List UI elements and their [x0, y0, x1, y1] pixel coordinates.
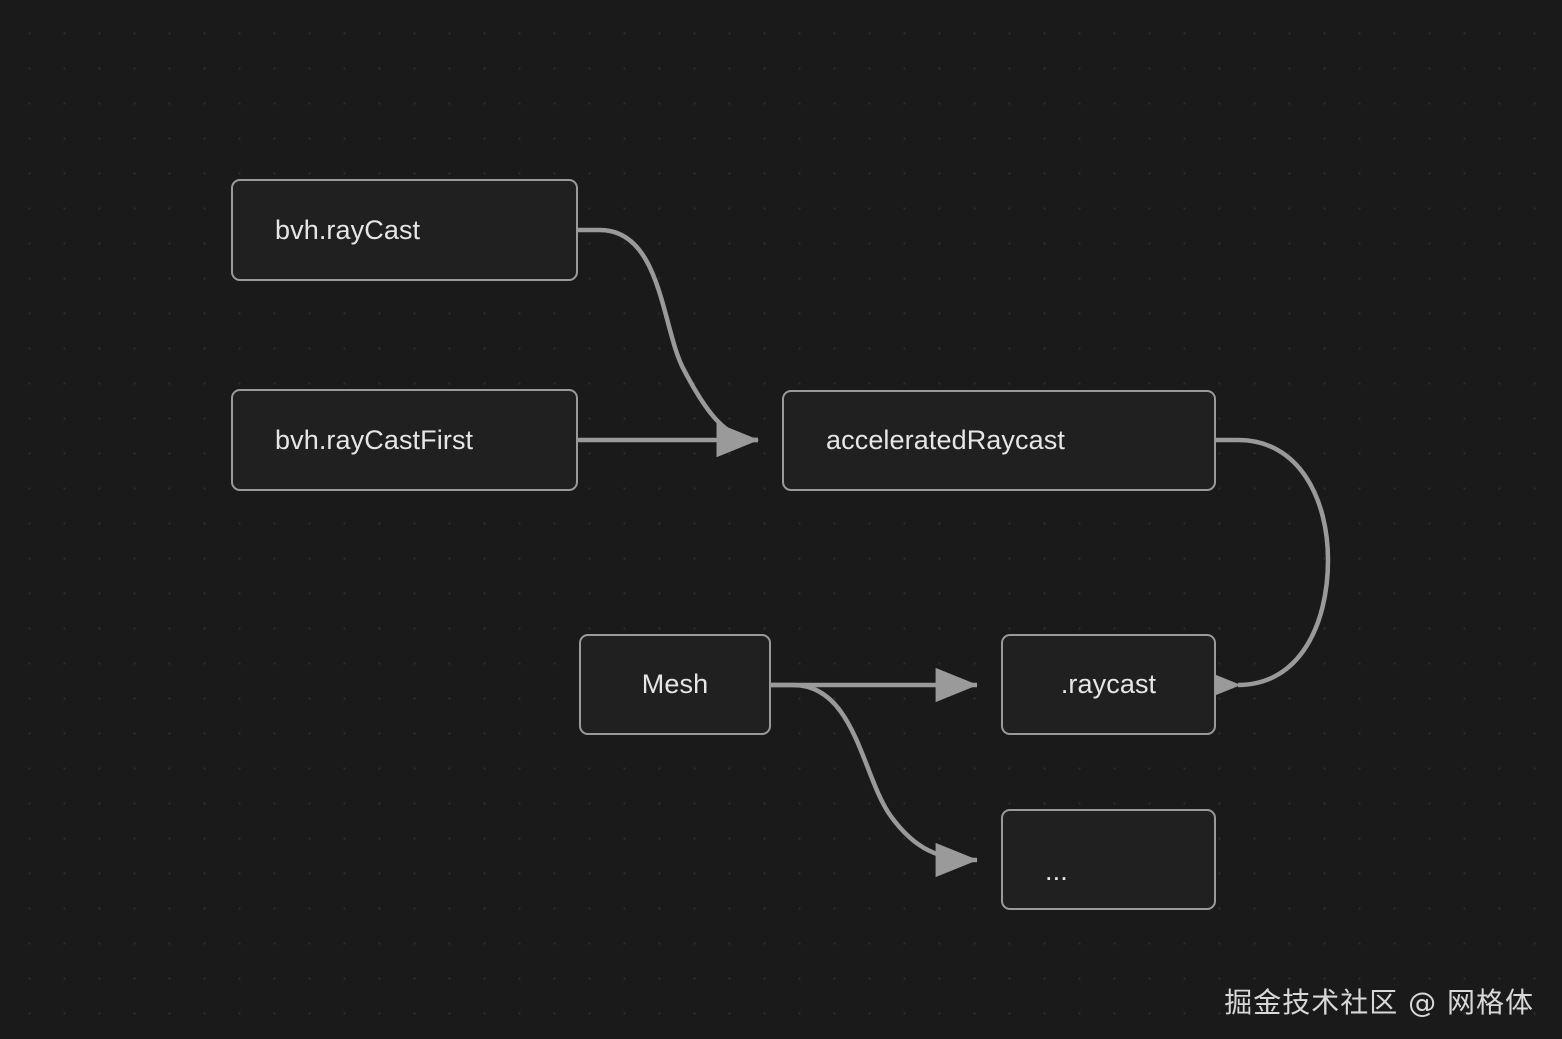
edge-mesh-to-ellipsis [771, 682, 978, 878]
node-accelerated-raycast[interactable]: acceleratedRaycast [782, 390, 1216, 491]
edge-acceleratedraycast-to-raycast [1198, 437, 1331, 703]
edge-bvhraycast-to-acceleratedraycast [578, 227, 759, 458]
node-bvh-raycast[interactable]: bvh.rayCast [231, 179, 578, 281]
node-label: acceleratedRaycast [826, 425, 1065, 455]
node-raycast[interactable]: .raycast [1001, 634, 1216, 735]
node-bvh-raycastfirst[interactable]: bvh.rayCastFirst [231, 389, 578, 491]
node-label: bvh.rayCastFirst [275, 424, 474, 455]
watermark: 掘金技术社区 @ 网格体 [1224, 986, 1534, 1019]
node-label: ... [1045, 856, 1068, 886]
node-mesh[interactable]: Mesh [579, 634, 771, 735]
node-label: bvh.rayCast [275, 214, 421, 245]
node-label: Mesh [641, 669, 709, 699]
node-label: .raycast [1060, 669, 1157, 699]
node-ellipsis[interactable]: ... [1001, 809, 1216, 910]
